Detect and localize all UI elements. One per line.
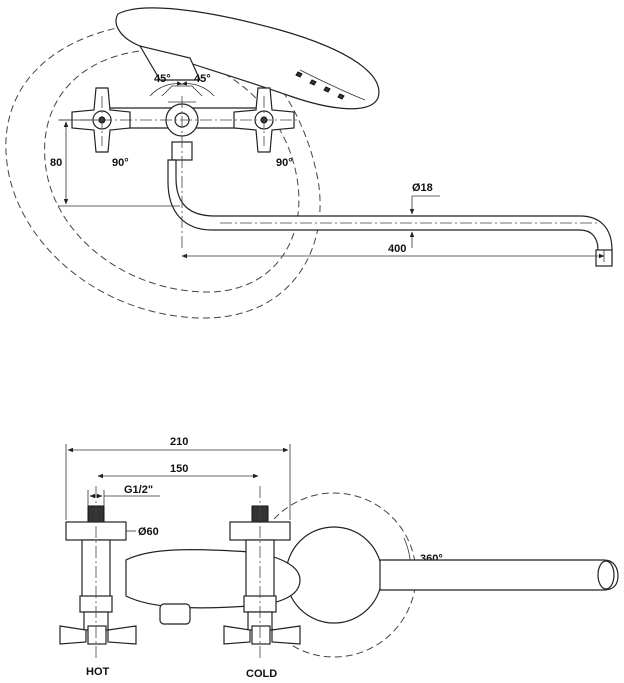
hot-label: HOT [86, 666, 110, 678]
front-view: 360° [59, 436, 619, 680]
hand-shower [115, 7, 380, 110]
angle-right-label: 90° [276, 157, 293, 169]
dim-thread-label: G1/2" [124, 484, 153, 496]
angle-swing-right-label: 45° [194, 73, 211, 85]
angle-swing-left-label: 45° [154, 73, 171, 85]
spout-swivel [285, 526, 383, 624]
top-view: 80 90° 90° 45° 45° Ø18 400 [5, 7, 613, 319]
cold-handle [223, 625, 301, 645]
dim-spout-length-label: 400 [388, 243, 406, 255]
swing-envelope-outer [5, 21, 321, 319]
dim-height-label: 80 [50, 157, 62, 169]
dim-overall-width-label: 210 [170, 436, 188, 448]
dim-center-distance-label: 150 [170, 463, 188, 475]
hot-handle [59, 625, 137, 645]
dim-spout-diameter-label: Ø18 [412, 182, 433, 194]
hot-valve [59, 505, 137, 645]
angle-left-label: 90° [112, 157, 129, 169]
spout-front [379, 559, 619, 591]
cold-label: COLD [246, 668, 277, 680]
dim-flange-diameter-label: Ø60 [138, 526, 159, 538]
